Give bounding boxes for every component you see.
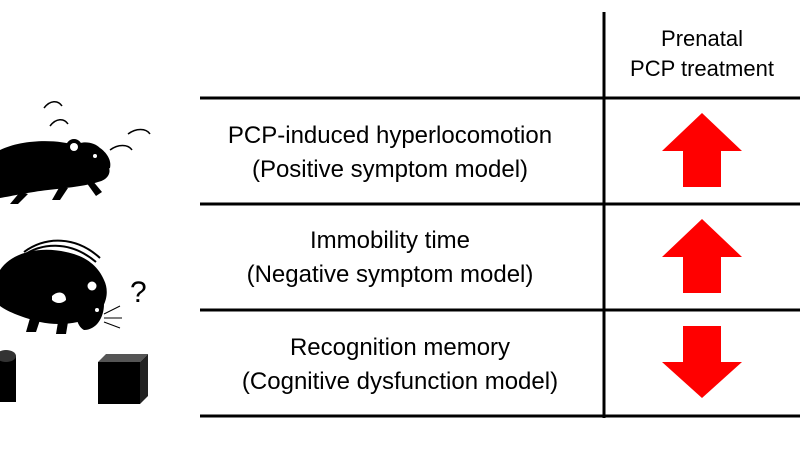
- running-mouse-icon: [0, 139, 111, 204]
- column-title: Prenatal: [661, 26, 743, 51]
- row-label: Immobility time: [310, 227, 470, 254]
- row-sublabel: (Cognitive dysfunction model): [242, 368, 558, 395]
- table-grid: [200, 12, 800, 418]
- row-label: PCP-induced hyperlocomotion: [228, 122, 552, 149]
- row-sublabel: (Positive symptom model): [252, 156, 528, 183]
- cube-object-icon: [98, 354, 148, 404]
- exploring-mouse-icon: [0, 249, 107, 334]
- whiskers-icon: [103, 305, 122, 329]
- motion-lines-icon: [43, 101, 151, 151]
- question-mark: ?: [130, 276, 147, 309]
- row-label: Recognition memory: [290, 334, 510, 361]
- arrow-down-icon: [662, 326, 742, 398]
- row-sublabel: (Negative symptom model): [247, 261, 534, 288]
- arrow-up-icon: [662, 219, 742, 293]
- mouse-tail-icon: [19, 244, 97, 263]
- cylinder-object-icon: [0, 350, 16, 402]
- column-title: PCP treatment: [630, 56, 774, 81]
- mouse-tail-icon: [23, 239, 101, 259]
- arrow-up-icon: [662, 113, 742, 187]
